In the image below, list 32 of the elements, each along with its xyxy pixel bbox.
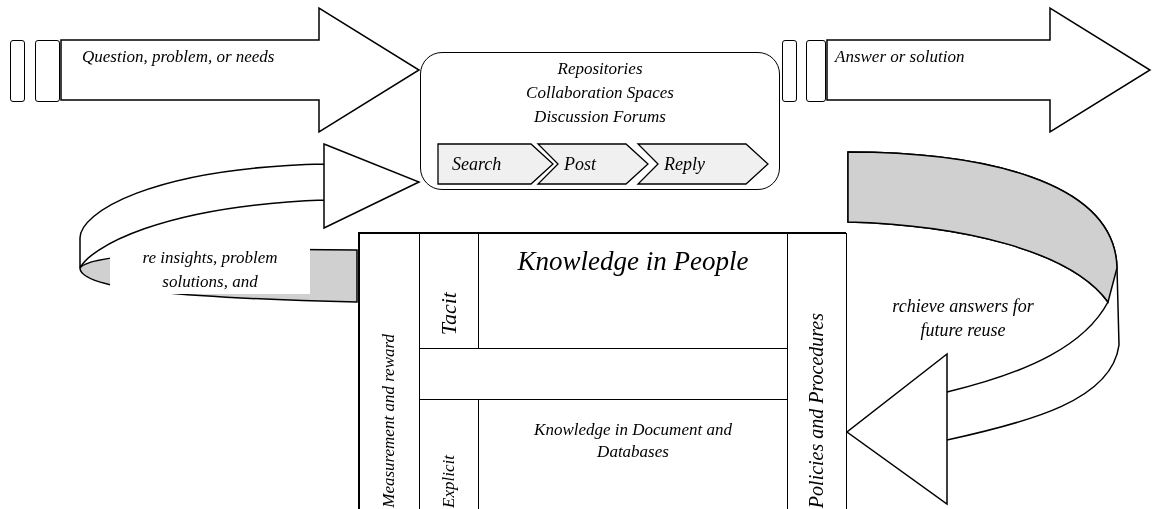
step-label: Post (564, 154, 596, 175)
table-column (787, 233, 847, 509)
column-label: Tacit (435, 291, 462, 335)
table-row (419, 348, 788, 400)
chevron-step (438, 144, 553, 184)
knowledge-table (358, 232, 846, 509)
column-label: Policies and Procedures (805, 312, 828, 508)
panel-text: Discussion Forums (533, 107, 667, 127)
edge-label: Answer or solution (835, 46, 965, 68)
rounded-panel (420, 52, 780, 190)
edge-label: rchieve answers for future reuse (891, 295, 1035, 342)
edge-label: Question, problem, or needs (82, 46, 275, 68)
curved-arrow (79, 143, 420, 303)
column-label: Explicit (438, 455, 459, 508)
curved-arrow (846, 151, 1120, 505)
block-arrow (826, 6, 1152, 134)
block-arrow (60, 6, 421, 134)
bar-marker (806, 40, 826, 102)
bar-marker (782, 40, 797, 102)
panel-text: Repositories (556, 59, 644, 79)
bar-marker (35, 40, 60, 102)
table-column (359, 233, 420, 509)
step-label: Search (452, 154, 502, 175)
step-label: Reply (664, 154, 705, 175)
chevron-step (538, 144, 648, 184)
cell-text: Knowledge in Document and Databases (533, 419, 733, 464)
bar-marker (10, 40, 25, 102)
panel-text: Collaboration Spaces (525, 83, 675, 103)
cell-text: Knowledge in People (516, 245, 750, 278)
edge-label: re insights, problem solutions, and (110, 246, 310, 294)
column-label: Measurement and reward (379, 334, 400, 508)
chevron-step (638, 144, 768, 184)
